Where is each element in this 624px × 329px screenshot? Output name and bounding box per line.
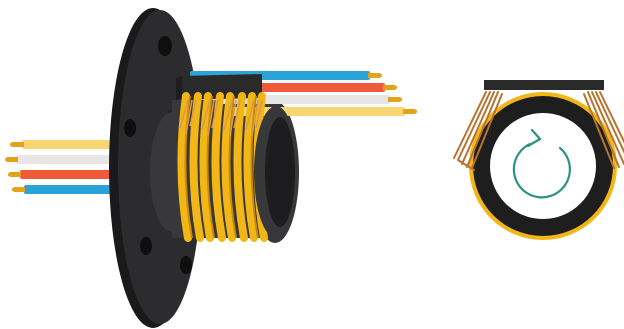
left-wire-red: [8, 170, 132, 179]
brush-mount-bar: [484, 80, 604, 90]
slip-ring-cross-section-icon: [453, 80, 624, 240]
flange-hole-bottom: [180, 256, 192, 274]
flange-hole-lower-left: [140, 237, 152, 255]
flange-hole-top: [158, 36, 172, 56]
cross-section-core: [490, 113, 596, 219]
slip-ring-assembly-icon: [5, 8, 417, 328]
rotation-arrow-icon: [512, 128, 571, 199]
brush-strands: [179, 99, 263, 137]
left-wire-bundle: [5, 140, 132, 194]
left-wire-white: [5, 155, 132, 164]
flange-hole-left: [124, 119, 136, 137]
left-wire-blue: [12, 185, 132, 194]
right-brush: [583, 91, 624, 169]
left-wire-yellow: [10, 140, 132, 149]
barrel-bore: [254, 106, 298, 238]
left-brush: [453, 91, 503, 171]
